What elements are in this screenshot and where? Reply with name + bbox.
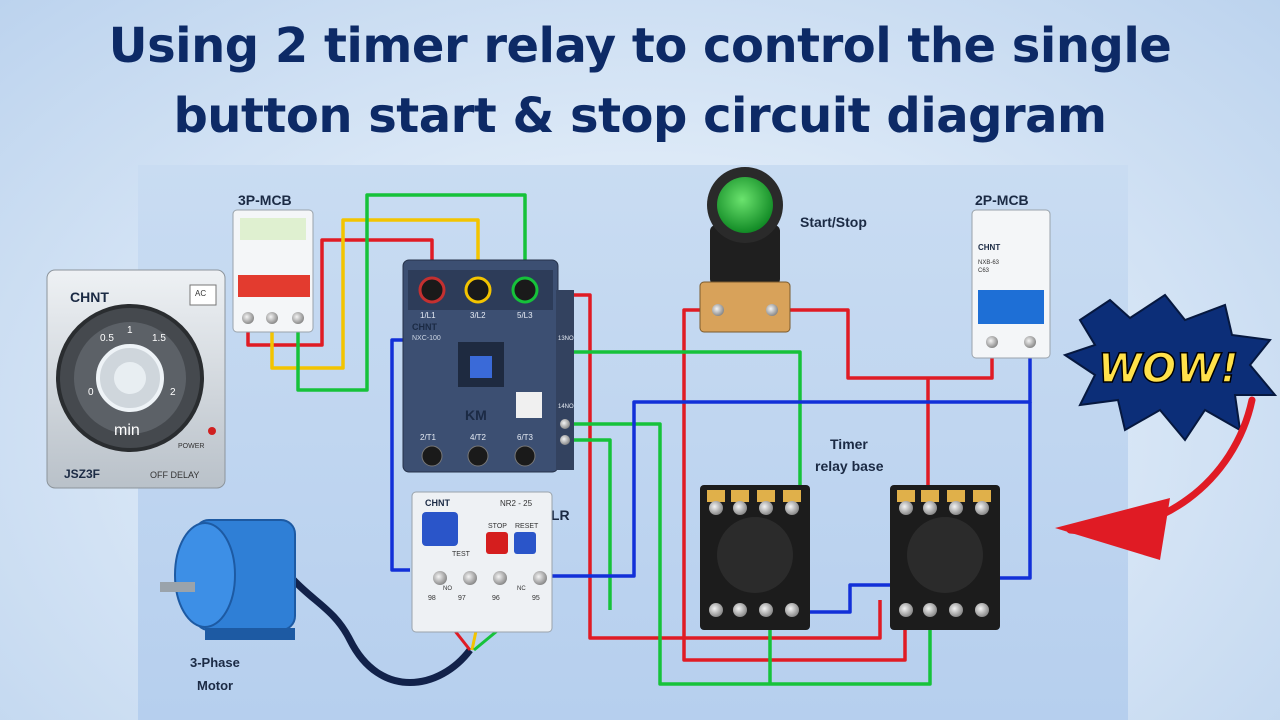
olr-dial[interactable]	[422, 512, 458, 546]
mcb2p-model: NXB-63	[978, 260, 1000, 266]
timer-scale-2: 2	[170, 387, 176, 398]
mcb2p-rating: C63	[978, 268, 990, 274]
olr-test: TEST	[452, 551, 471, 558]
olr-97: 97	[458, 595, 466, 602]
olr-nc: NC	[517, 586, 526, 592]
mcb-2p: 2P-MCB CHNT NXB-63 C63	[971, 192, 1051, 359]
green-push-button[interactable]	[717, 177, 773, 233]
olr-reset-text: RESET	[515, 523, 539, 530]
mcb2p-label: 2P-MCB	[975, 192, 1029, 208]
motor-cable	[266, 546, 473, 686]
timer-power-led	[208, 427, 216, 435]
km-terminal-1l1: 1/L1	[420, 311, 436, 320]
page-title-line-1: Using 2 timer relay to control the singl…	[108, 18, 1172, 74]
contactor-km: 1/L1 3/L2 5/L3 CHNT NXC-100 KM 2/T1 4/T2…	[402, 259, 574, 473]
timer-mode: OFF DELAY	[150, 470, 199, 480]
motor-label-line2: Motor	[197, 678, 233, 693]
olr-98: 98	[428, 595, 436, 602]
wire-blue-neutral-a	[540, 345, 1032, 578]
km-terminal-3l2: 3/L2	[470, 311, 486, 320]
mcb2p-toggle[interactable]	[978, 290, 1044, 324]
timer-ac-label: AC	[195, 289, 206, 298]
km-model: NXC-100	[412, 335, 441, 342]
olr-reset-button[interactable]	[514, 532, 536, 554]
motor-label-line1: 3-Phase	[190, 655, 240, 670]
km-label: KM	[465, 407, 487, 423]
km-aux-14no: 14NO	[558, 404, 574, 410]
km-brand: CHNT	[412, 322, 437, 332]
olr-brand: CHNT	[425, 498, 450, 508]
km-terminal-4t2: 4/T2	[470, 433, 487, 442]
timer-relay-device: CHNT AC 0.5 1 1.5 0 2 min POWER JSZ3F OF…	[46, 269, 226, 489]
mcb2p-brand: CHNT	[978, 243, 1000, 252]
timer-scale-05: 0.5	[100, 333, 114, 344]
start-stop-button[interactable]: Start/Stop	[699, 167, 867, 333]
wire-red-l1	[246, 238, 434, 347]
timer-base-label-line2: relay base	[815, 458, 884, 474]
olr-stop-text: STOP	[488, 523, 507, 530]
timer-scale-15: 1.5	[152, 333, 166, 344]
olr-95: 95	[532, 595, 540, 602]
wire-red-mcb-top	[772, 308, 994, 380]
overload-relay: OLR CHNT NR2 - 25 TEST STOP RESET 98 97 …	[411, 491, 570, 633]
mcb-3p: 3P-MCB	[232, 192, 314, 333]
red-arrow-head	[1055, 498, 1170, 560]
km-terminal-2t1: 2/T1	[420, 433, 437, 442]
olr-96: 96	[492, 595, 500, 602]
wire-yellow-l2	[270, 218, 480, 370]
start-stop-label: Start/Stop	[800, 214, 867, 230]
wire-green-l3	[296, 193, 527, 392]
timer-model: JSZ3F	[64, 467, 100, 481]
wire-red-startstop	[682, 308, 907, 662]
motor: 3-Phase Motor	[160, 519, 296, 693]
timer-relay-base-2	[890, 485, 1000, 630]
olr-no: NO	[443, 586, 452, 592]
wire-red-supply-a	[560, 293, 882, 640]
timer-unit: min	[114, 422, 140, 439]
timer-relay-base-1	[700, 485, 810, 630]
wow-burst: WOW!	[1062, 293, 1278, 442]
km-aux-13no: 13NO	[558, 336, 574, 342]
wire-green-ctrl-c	[565, 438, 612, 610]
olr-model: NR2 - 25	[500, 499, 533, 508]
page-title-line-2: button start & stop circuit diagram	[173, 88, 1107, 144]
olr-stop-button[interactable]	[486, 532, 508, 554]
timer-base-label-line1: Timer	[830, 436, 868, 452]
timer-brand: CHNT	[70, 289, 109, 305]
mcb3p-label: 3P-MCB	[238, 192, 292, 208]
km-terminal-6t3: 6/T3	[517, 433, 534, 442]
km-terminal-5l3: 5/L3	[517, 311, 533, 320]
timer-power-label: POWER	[178, 443, 204, 450]
wire-green-ctrl-b	[565, 422, 932, 686]
timer-scale-0: 0	[88, 387, 94, 398]
wow-text: WOW!	[1098, 346, 1239, 392]
timer-scale-1: 1	[127, 325, 133, 336]
mcb3p-toggle[interactable]	[238, 275, 310, 297]
